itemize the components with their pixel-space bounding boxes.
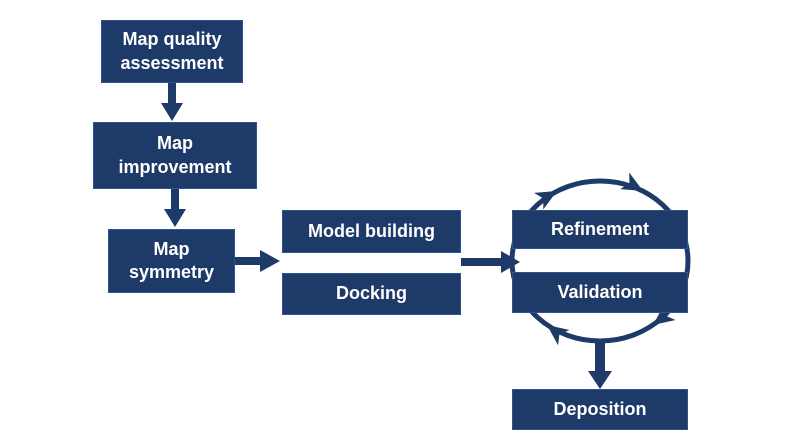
node-docking: Docking [282,273,461,315]
node-deposition: Deposition [512,389,688,430]
cycle-arrows-icon [509,172,691,346]
node-model-building: Model building [282,210,461,253]
arrow-map-symmetry-to-model-building-icon [234,250,280,272]
arrow-map-quality-to-map-improvement-icon [161,82,183,121]
arrow-map-improvement-to-map-symmetry-icon [164,188,186,227]
node-refinement: Refinement [512,210,688,249]
node-map-symmetry: Map symmetry [108,229,235,293]
arrow-docking-to-refinement-icon [461,251,520,273]
arrow-cycle-to-deposition-icon [588,341,612,389]
node-map-quality-assessment: Map quality assessment [101,20,243,83]
node-map-improvement: Map improvement [93,122,257,189]
node-validation: Validation [512,272,688,313]
